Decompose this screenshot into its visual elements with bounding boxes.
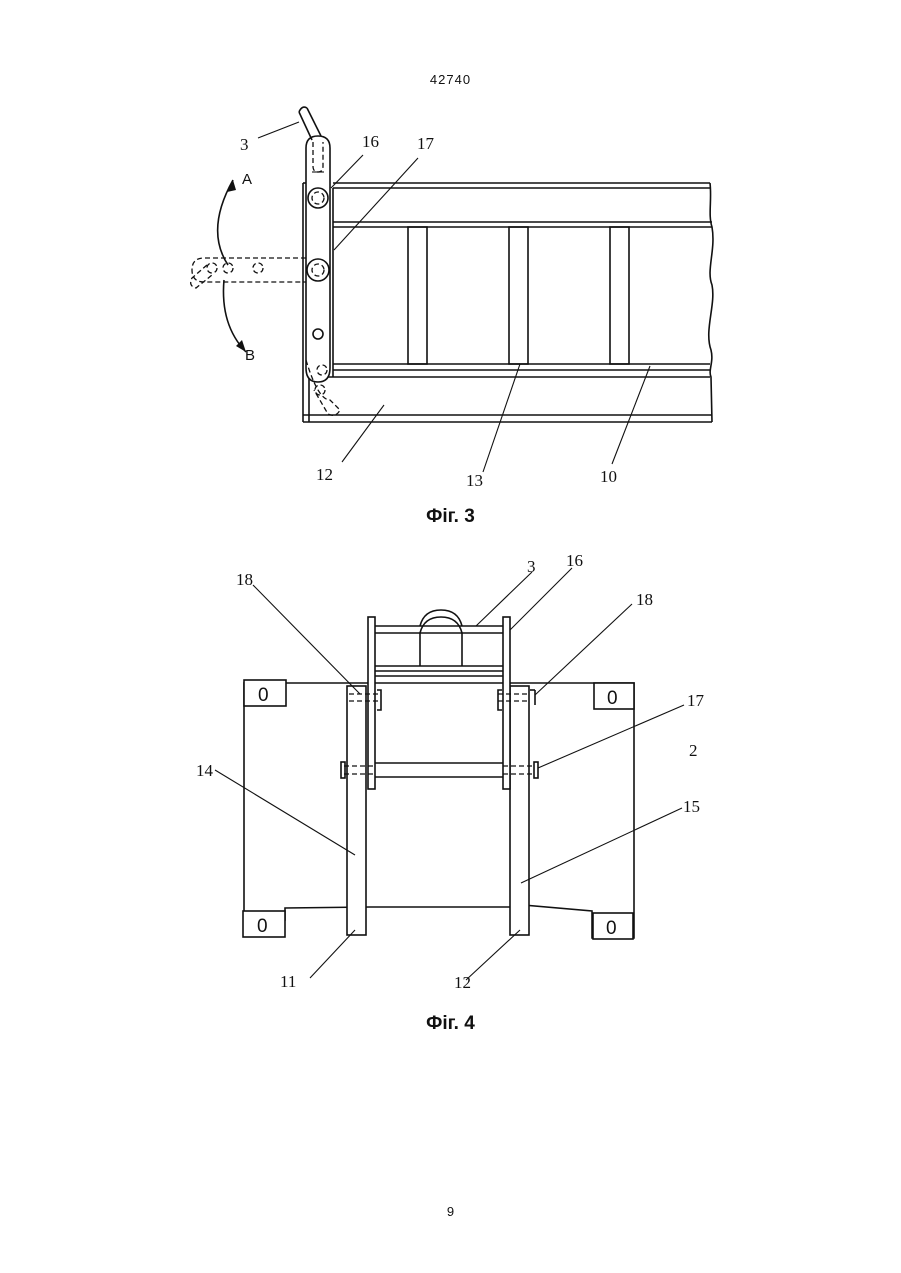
corner-mark-tl: 0 xyxy=(258,685,269,706)
label-18-right: 18 xyxy=(636,590,653,609)
label-2: 2 xyxy=(689,741,698,760)
corner-mark-tr: 0 xyxy=(607,688,618,709)
figure-3-caption: Фіг. 3 xyxy=(0,506,901,528)
label-10: 10 xyxy=(600,467,617,486)
figure-4-caption: Фіг. 4 xyxy=(0,1013,901,1035)
corner-mark-bl: 0 xyxy=(257,916,268,937)
rotation-arrows xyxy=(218,180,246,352)
label-17: 17 xyxy=(417,134,435,153)
label-3: 3 xyxy=(527,557,536,576)
handle-assembly xyxy=(375,610,503,676)
label-16: 16 xyxy=(566,551,583,570)
housing-body xyxy=(244,683,634,938)
figure-4-drawing: 0 0 0 0 xyxy=(0,550,901,1000)
figure-3-drawing: 3 16 17 A B 12 13 10 xyxy=(0,100,901,500)
label-11: 11 xyxy=(280,972,296,991)
label-12: 12 xyxy=(316,465,333,484)
label-18-left: 18 xyxy=(236,570,253,589)
label-A: A xyxy=(242,171,252,188)
corner-blocks: 0 0 0 0 xyxy=(243,680,634,939)
corner-mark-br: 0 xyxy=(606,918,617,939)
patent-number: 42740 xyxy=(0,72,901,87)
label-12: 12 xyxy=(454,973,471,992)
label-14: 14 xyxy=(196,761,214,780)
label-15: 15 xyxy=(683,797,700,816)
page-number: 9 xyxy=(0,1204,901,1219)
label-17: 17 xyxy=(687,691,705,710)
label-3: 3 xyxy=(240,135,249,154)
label-B: B xyxy=(245,347,255,364)
label-16: 16 xyxy=(362,132,379,151)
label-13: 13 xyxy=(466,471,483,490)
frame-body xyxy=(303,183,713,422)
